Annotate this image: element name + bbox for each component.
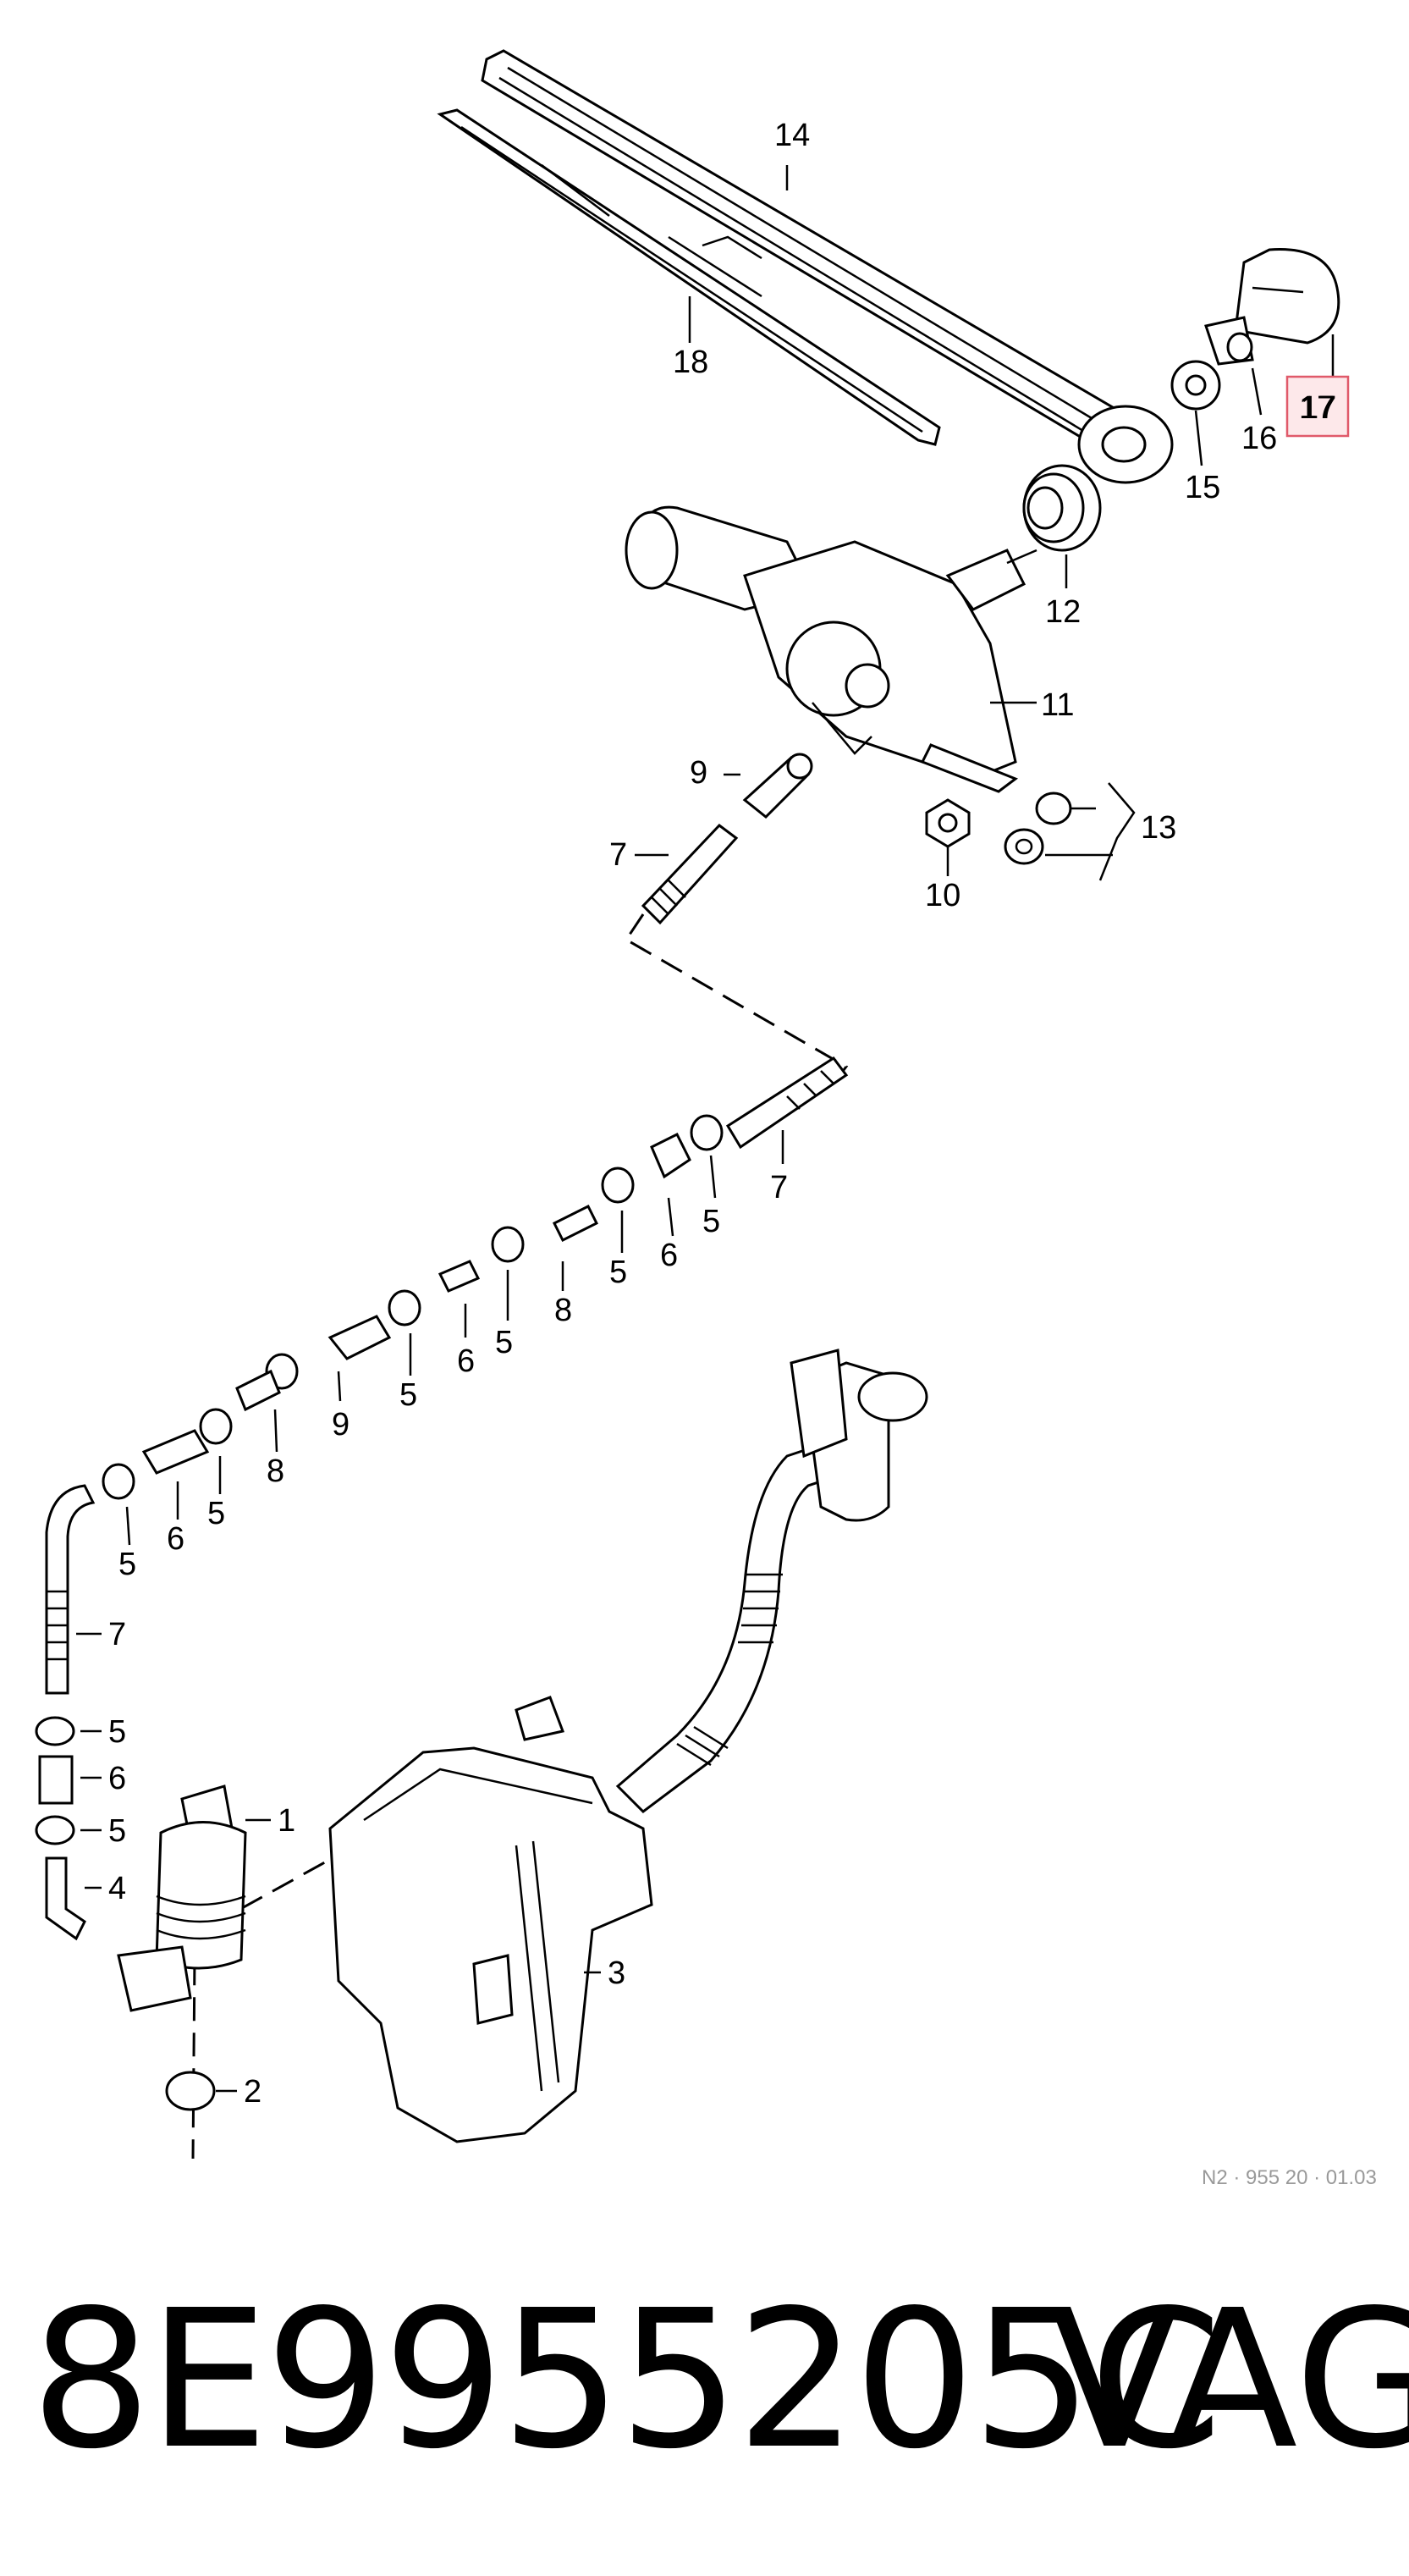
callout-label: 16 bbox=[1241, 421, 1277, 456]
callout-label: 4 bbox=[108, 1871, 126, 1906]
brand-name: VAG bbox=[1049, 2270, 1409, 2491]
washer-hose-top bbox=[641, 823, 739, 925]
callout-label: 13 bbox=[1141, 810, 1176, 846]
wiper-motor bbox=[625, 505, 1037, 793]
callout-label: 5 bbox=[495, 1325, 513, 1360]
connector-set bbox=[102, 1114, 724, 1500]
callout-label: 6 bbox=[457, 1343, 475, 1379]
hose-route-line bbox=[624, 913, 849, 1084]
wiper-arm bbox=[481, 49, 1174, 484]
callout-label: 5 bbox=[609, 1255, 627, 1290]
cover-cap bbox=[1234, 248, 1340, 345]
callout-label: 5 bbox=[118, 1547, 136, 1582]
callout-label: 6 bbox=[167, 1521, 184, 1557]
grommet bbox=[1022, 464, 1102, 552]
callout-label: 15 bbox=[1185, 470, 1220, 505]
leader-lines bbox=[76, 165, 1335, 2093]
callout-label: 17 bbox=[1301, 390, 1336, 426]
callout-label: 9 bbox=[690, 755, 707, 791]
callout-label: 1 bbox=[278, 1803, 295, 1839]
highlight-box bbox=[1285, 375, 1350, 438]
callout-label: 18 bbox=[673, 345, 708, 380]
callout-label: 14 bbox=[774, 118, 810, 153]
callout-label: 8 bbox=[267, 1453, 284, 1489]
callout-labels: 14 18 17 16 15 12 11 9 13 7 10 7 5 6 5 8… bbox=[108, 118, 1336, 2110]
washer-reservoir bbox=[328, 1696, 653, 2143]
callout-label: 8 bbox=[554, 1293, 572, 1328]
callout-label: 7 bbox=[609, 837, 627, 873]
callout-label: 5 bbox=[108, 1813, 126, 1849]
callout-label: 3 bbox=[608, 1955, 625, 1991]
callout-label: 6 bbox=[108, 1761, 126, 1796]
hex-nut bbox=[925, 798, 971, 848]
callout-label: 7 bbox=[770, 1170, 788, 1205]
reference-code: N2 · 955 20 · 01.03 bbox=[1202, 2166, 1377, 2189]
callout-label: 12 bbox=[1045, 594, 1081, 630]
washer-pump bbox=[117, 1784, 247, 2111]
mounting-nuts bbox=[1004, 792, 1072, 865]
callout-label: 2 bbox=[244, 2074, 261, 2110]
part-number: 8E9955205C bbox=[30, 2270, 1222, 2491]
washer bbox=[1170, 360, 1221, 411]
callout-label: 11 bbox=[1041, 687, 1074, 723]
callout-label-highlighted: 17 bbox=[1299, 390, 1335, 426]
washer-hose-middle bbox=[725, 1056, 849, 1150]
callout-label: 10 bbox=[925, 878, 960, 913]
spray-nozzle-top bbox=[742, 753, 813, 819]
callout-label: 7 bbox=[108, 1617, 126, 1652]
left-connectors bbox=[35, 1716, 86, 1941]
wiper-blade bbox=[437, 108, 941, 446]
callout-label: 5 bbox=[207, 1496, 225, 1531]
callout-label: 9 bbox=[332, 1407, 349, 1442]
parts-exploded-diagram: 14 18 17 16 15 12 11 9 13 7 10 7 5 6 5 8… bbox=[35, 49, 1377, 2189]
callout-label: 5 bbox=[399, 1377, 417, 1413]
washer-hose-left bbox=[45, 1484, 96, 1695]
callout-label: 6 bbox=[660, 1238, 678, 1273]
callout-label: 5 bbox=[702, 1204, 720, 1239]
filler-neck bbox=[615, 1349, 928, 1813]
nut bbox=[1204, 316, 1254, 366]
callout-label: 5 bbox=[108, 1714, 126, 1750]
